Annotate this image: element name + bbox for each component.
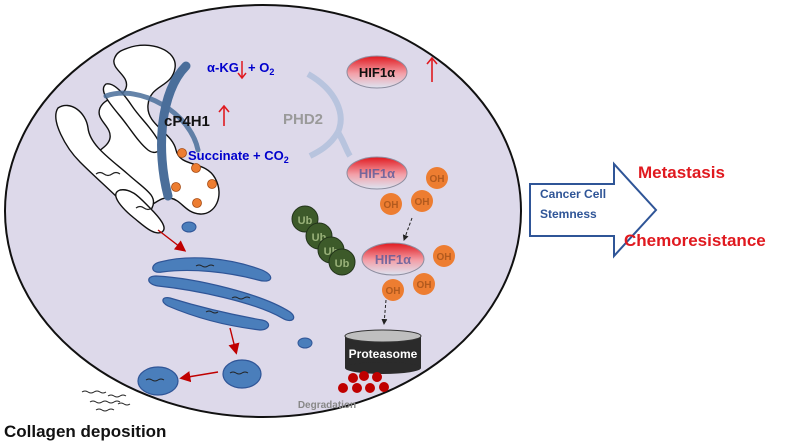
chemoresistance-label: Chemoresistance xyxy=(624,231,766,250)
svg-text:OH: OH xyxy=(415,197,430,208)
svg-text:OH: OH xyxy=(384,200,399,211)
stemness-label-line1: Cancer Cell xyxy=(540,187,606,201)
ubiquitin-chain: Ub Ub Ub Ub xyxy=(291,205,356,276)
svg-text:OH: OH xyxy=(386,286,401,297)
stemness-label-line2: Stemness xyxy=(540,207,597,221)
hif1a-up-arrow xyxy=(426,56,438,82)
hif1a-bottom-label: HIF1α xyxy=(375,252,411,267)
dashed-arrow-1 xyxy=(402,217,413,241)
svg-text:OH: OH xyxy=(430,174,445,185)
svg-text:Ub: Ub xyxy=(298,215,313,227)
collagen-fibers-golgi xyxy=(145,264,251,382)
collagen-deposition-label: Collagen deposition xyxy=(4,422,166,441)
phd2-label: PHD2 xyxy=(283,111,323,128)
cp4h1-enzyme-band xyxy=(157,61,191,201)
hif1a-top xyxy=(346,55,408,89)
hif1a-middle xyxy=(346,156,408,190)
stemness-arrow xyxy=(529,161,658,259)
svg-text:Ub: Ub xyxy=(335,258,350,270)
secretory-vesicle-2 xyxy=(137,366,179,396)
oh-group-middle: OH OH OH xyxy=(380,167,448,215)
golgi-apparatus xyxy=(148,257,295,331)
hydroxylation-sites xyxy=(171,148,217,208)
cp4h1-label: cP4H1 xyxy=(164,113,210,130)
proteasome: Proteasome xyxy=(344,329,422,374)
succinate-co2-label: Succinate + CO2 xyxy=(188,148,289,165)
collagen-fibers-er xyxy=(95,171,153,211)
small-vesicle-1 xyxy=(181,221,197,233)
hif1a-bottom xyxy=(361,242,425,276)
svg-text:OH: OH xyxy=(417,280,432,291)
akg-o2-label-group: α-KG + O2 xyxy=(207,60,274,80)
metastasis-label: Metastasis xyxy=(638,163,725,182)
phd2-reaction-arrows xyxy=(306,71,353,159)
small-vesicle-2 xyxy=(297,337,313,349)
extracellular-collagen xyxy=(81,390,131,412)
hif1a-middle-label: HIF1α xyxy=(359,166,395,181)
secretory-vesicle-1 xyxy=(222,359,262,389)
cp4h1-up-arrow xyxy=(218,104,230,126)
svg-text:OH: OH xyxy=(437,252,452,263)
cp4h1-enzyme-band-2 xyxy=(103,90,201,153)
oh-group-bottom: OH OH OH xyxy=(382,245,455,301)
hif1a-top-label: HIF1α xyxy=(359,65,395,80)
trafficking-arrows xyxy=(157,229,240,383)
dashed-arrow-2 xyxy=(381,299,388,325)
svg-text:+ O2: + O2 xyxy=(248,60,274,77)
proteasome-label: Proteasome xyxy=(349,347,418,361)
svg-text:α-KG: α-KG xyxy=(207,60,239,75)
degradation-fragments xyxy=(338,371,389,393)
degradation-label: Degradation xyxy=(298,400,356,411)
